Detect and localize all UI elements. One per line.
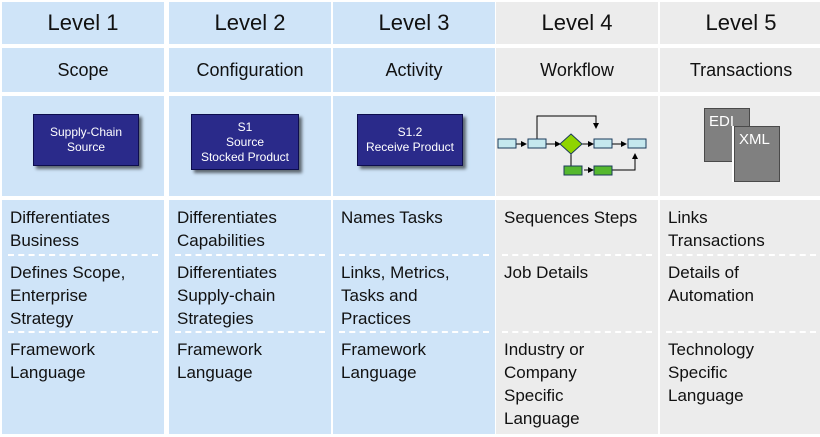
description-row-2: Differentiates Supply-chain Strategies bbox=[177, 263, 277, 328]
icon-cell: EDI XML bbox=[660, 96, 820, 196]
activity-box-icon: S1.2 Receive Product bbox=[357, 114, 463, 166]
box-line: Source bbox=[66, 140, 106, 154]
level-name: Scope bbox=[2, 48, 164, 92]
description-row-3: Framework Language bbox=[10, 340, 96, 382]
column-level-3: Level 3 Activity S1.2 Receive Product Na… bbox=[333, 0, 495, 437]
column-level-2: Level 2 Configuration S1 Source Stocked … bbox=[169, 0, 331, 437]
description-row-1: Links Transactions bbox=[668, 208, 765, 250]
description-cell: Names Tasks Links, Metrics, Tasks and Pr… bbox=[333, 200, 495, 434]
level-name: Configuration bbox=[169, 48, 331, 92]
box-line: S1.2 bbox=[397, 125, 423, 139]
box-line: Receive Product bbox=[365, 140, 455, 154]
icon-cell: S1.2 Receive Product bbox=[333, 96, 495, 196]
description-cell: Sequences Steps Job Details Industry or … bbox=[496, 200, 658, 434]
dashed-divider bbox=[666, 254, 816, 256]
dashed-divider bbox=[8, 254, 158, 256]
workflow-diagram-icon bbox=[497, 115, 647, 176]
description-row-1: Differentiates Business bbox=[10, 208, 110, 250]
box-line: Supply-Chain bbox=[49, 125, 123, 139]
description-row-3: Industry or Company Specific Language bbox=[504, 340, 585, 428]
icon-cell bbox=[496, 96, 658, 196]
description-row-3: Technology Specific Language bbox=[668, 340, 755, 405]
description-cell: Differentiates Capabilities Differentiat… bbox=[169, 200, 331, 434]
level-header: Level 3 bbox=[333, 2, 495, 44]
level-header: Level 1 bbox=[2, 2, 164, 44]
description-row-1: Names Tasks bbox=[341, 208, 443, 227]
dashed-divider bbox=[8, 331, 158, 333]
level-name: Activity bbox=[333, 48, 495, 92]
description-row-3: Framework Language bbox=[341, 340, 427, 382]
description-row-2: Defines Scope, Enterprise Strategy bbox=[10, 263, 126, 328]
description-row-3: Framework Language bbox=[177, 340, 263, 382]
description-row-2: Details of Automation bbox=[668, 263, 754, 305]
level-header: Level 4 bbox=[496, 2, 658, 44]
level-name: Transactions bbox=[660, 48, 820, 92]
dashed-divider bbox=[666, 331, 816, 333]
description-row-2: Job Details bbox=[504, 263, 589, 282]
box-line: Source bbox=[225, 134, 265, 149]
dashed-divider bbox=[502, 254, 652, 256]
icon-cell: S1 Source Stocked Product bbox=[169, 96, 331, 196]
level-header: Level 2 bbox=[169, 2, 331, 44]
description-cell: Differentiates Business Defines Scope, E… bbox=[2, 200, 164, 434]
dashed-divider bbox=[339, 254, 489, 256]
column-level-4: Level 4 Workflow bbox=[496, 0, 658, 437]
scope-box-icon: Supply-Chain Source bbox=[33, 114, 139, 166]
description-cell: Links Transactions Details of Automation… bbox=[660, 200, 820, 434]
box-line: Stocked Product bbox=[200, 149, 290, 164]
level-name: Workflow bbox=[496, 48, 658, 92]
column-level-1: Level 1 Scope Supply-Chain Source Differ… bbox=[2, 0, 164, 437]
dashed-divider bbox=[175, 331, 325, 333]
box-line: S1 bbox=[237, 119, 253, 134]
column-level-5: Level 5 Transactions EDI XML Links Trans… bbox=[660, 0, 820, 437]
description-row-2: Links, Metrics, Tasks and Practices bbox=[341, 263, 450, 328]
description-row-1: Differentiates Capabilities bbox=[177, 208, 277, 250]
dashed-divider bbox=[175, 254, 325, 256]
icon-cell: Supply-Chain Source bbox=[2, 96, 164, 196]
level-header: Level 5 bbox=[660, 2, 820, 44]
description-row-1: Sequences Steps bbox=[504, 208, 638, 227]
dashed-divider bbox=[502, 331, 652, 333]
dashed-divider bbox=[339, 331, 489, 333]
configuration-box-icon: S1 Source Stocked Product bbox=[191, 114, 299, 170]
xml-document-icon: XML bbox=[734, 126, 780, 182]
